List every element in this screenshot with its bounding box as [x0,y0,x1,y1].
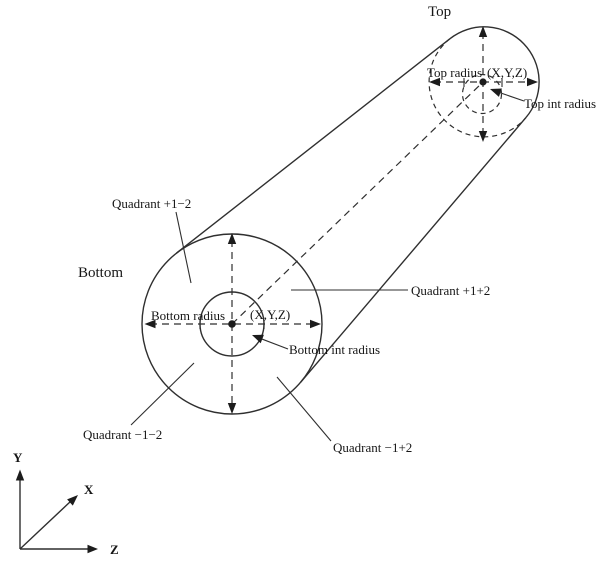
y-axis-arrow-icon [15,469,25,481]
quadrant-minus1-plus2-leader-line [276,376,332,442]
top-radius-label: Top radius [427,65,482,80]
top-vertical-down-arrow-icon [478,131,488,142]
top-inner-circle [461,73,503,115]
bottom-horizontal-left-arrow-icon [144,319,156,329]
top-int-radius-label: Top int radius [524,96,596,111]
bottom-int-radius-leader-line [260,338,289,350]
top-int-radius-leader-line [498,91,525,102]
top-outer-circle-hidden-arc [428,38,527,138]
top-center-point [479,78,487,86]
cylinder-side-upper-line [175,38,451,254]
quadrant-plus1-minus2-leader-line [175,211,192,284]
bottom-vertical-up-arrow-icon [227,233,237,244]
bottom-radius-label: Bottom radius [151,308,225,323]
bottom-horizontal-right-arrow-icon [310,319,321,329]
x-axis-label: X [84,482,94,497]
bottom-int-radius-arrow-icon [252,334,264,344]
top-vertical-up-arrow-icon [478,26,488,37]
quadrant-minus1-minus2-label: Quadrant −1−2 [83,427,162,442]
cylinder-side-lower-line [300,117,527,383]
bottom-face-label: Bottom [78,265,123,281]
x-axis-arrow-icon [67,495,78,506]
top-center-coordinates-label: (X,Y,Z) [487,65,527,80]
quadrant-plus1-minus2-label: Quadrant +1−2 [112,196,191,211]
cylinder-axis-line [231,81,484,325]
z-axis-label: Z [110,542,119,557]
quadrant-plus1-plus2-label: Quadrant +1+2 [411,283,490,298]
top-outer-circle-visible-arc [449,26,540,119]
y-axis-label: Y [13,450,23,465]
bottom-center-point [228,320,236,328]
bottom-vertical-down-arrow-icon [227,403,237,414]
top-horizontal-left-arrow-icon [429,77,440,87]
z-axis-arrow-icon [87,544,98,554]
x-axis-line [19,500,72,550]
quadrant-minus1-minus2-leader-line [130,362,195,426]
cylinder-body [175,38,527,383]
labels: Top Top radius (X,Y,Z) Top int radius Bo… [13,4,596,557]
bottom-face [141,233,323,415]
quadrant-minus1-plus2-label: Quadrant −1+2 [333,440,412,455]
quadrant-leaders [130,211,408,442]
top-int-radius-arrow-icon [490,88,502,97]
bottom-center-coordinates-label: (X,Y,Z) [250,307,290,322]
top-face [428,26,540,142]
top-face-label: Top [428,4,451,20]
coordinate-axes [15,469,98,554]
bottom-int-radius-label: Bottom int radius [289,342,380,357]
top-horizontal-right-arrow-icon [527,77,538,87]
